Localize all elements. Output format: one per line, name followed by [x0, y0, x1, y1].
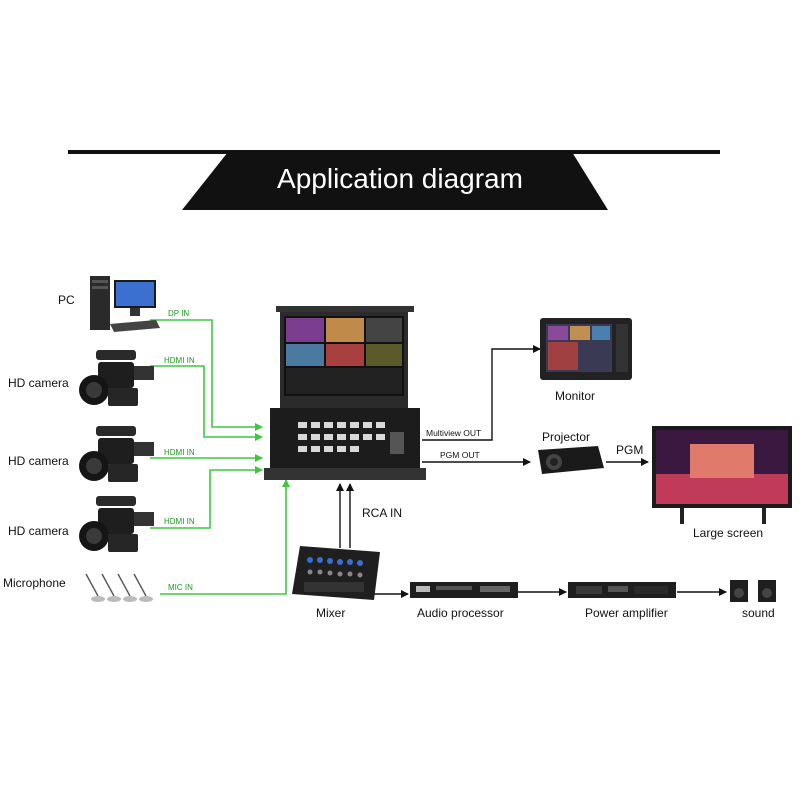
hd-camera-label-3: HD camera — [8, 524, 69, 538]
pgm-out-label: PGM OUT — [440, 450, 480, 460]
sound-speaker-icon — [730, 580, 776, 602]
hdmi-in-line-3 — [150, 466, 263, 529]
page-title: Application diagram — [277, 163, 523, 194]
mic-in-line — [160, 479, 290, 595]
monitor-icon — [540, 318, 632, 380]
projector-icon — [538, 446, 604, 474]
dp-in-label: DP IN — [168, 309, 190, 318]
hd-camera-label-2: HD camera — [8, 454, 69, 468]
hdmi-in-label-1: HDMI IN — [164, 356, 195, 365]
hdmi-in-label-3: HDMI IN — [164, 517, 195, 526]
hd-camera-icon-3 — [79, 496, 154, 552]
power-amplifier-label: Power amplifier — [585, 606, 668, 620]
projector-label: Projector — [542, 430, 591, 444]
power-amplifier-icon — [568, 582, 676, 598]
microphone-label: Microphone — [3, 576, 66, 590]
hd-camera-icon-1 — [79, 350, 154, 406]
hdmi-in-line-1 — [150, 365, 263, 441]
sound-label: sound — [742, 606, 775, 620]
video-switcher-icon — [264, 306, 426, 480]
dp-in-line — [150, 319, 263, 431]
mixer-icon — [292, 546, 380, 600]
mixer-label: Mixer — [316, 606, 346, 620]
rca-in-label: RCA IN — [362, 506, 403, 520]
pgm-label: PGM — [616, 443, 644, 457]
audio-processor-icon — [410, 582, 518, 598]
multiview-out-label: Multiview OUT — [426, 428, 482, 438]
audio-processor-label: Audio processor — [417, 606, 504, 620]
title-banner — [68, 150, 720, 210]
multiview-out-line — [422, 345, 541, 441]
mic-in-label: MIC IN — [168, 583, 193, 592]
pc-label: PC — [58, 293, 75, 307]
monitor-label: Monitor — [555, 389, 596, 403]
hd-camera-icon-2 — [79, 426, 154, 482]
microphone-icon — [85, 573, 153, 602]
pc-icon — [90, 276, 160, 332]
large-screen-icon — [652, 426, 792, 524]
large-screen-label: Large screen — [693, 526, 764, 540]
hd-camera-label-1: HD camera — [8, 376, 69, 390]
hdmi-in-label-2: HDMI IN — [164, 448, 195, 457]
